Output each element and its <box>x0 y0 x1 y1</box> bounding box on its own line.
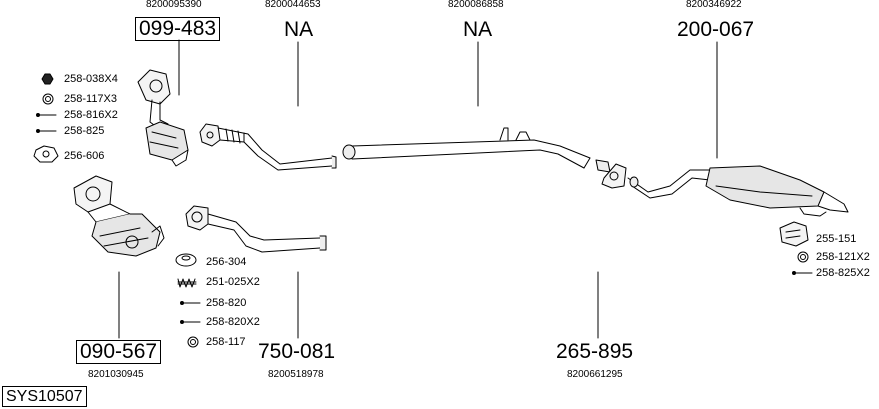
fitting-label: 258-117X3 <box>64 93 118 105</box>
part-number: 200-067 <box>677 18 755 41</box>
part-number: 099-483 <box>135 17 221 41</box>
fitting-label: 258-820X2 <box>206 316 260 328</box>
fitting-label: 255-151 <box>816 233 857 245</box>
pipe-750-081-drawing <box>185 205 327 253</box>
fitting-label: 256-606 <box>64 150 105 162</box>
oem-number: 8200086858 <box>448 0 504 10</box>
fitting-label: 258-825X2 <box>816 267 870 279</box>
fitting-label: 258-121X2 <box>816 251 870 263</box>
fittings-right-icons <box>779 221 813 275</box>
catalytic-converter-lower-drawing <box>73 175 165 257</box>
front-pipe-drawing <box>199 123 337 171</box>
clamp-drawing <box>595 159 627 189</box>
fitting-label: 258-816X2 <box>64 109 118 121</box>
oem-number: 8200044653 <box>265 0 321 10</box>
rear-silencer-drawing <box>627 165 849 217</box>
part-number: 090-567 <box>76 340 162 364</box>
part-number: 750-081 <box>258 340 336 363</box>
catalytic-converter-top-drawing <box>137 69 189 167</box>
part-number: 265-895 <box>556 340 634 363</box>
fitting-label: 258-825 <box>64 125 105 137</box>
fitting-label: 256-304 <box>206 256 247 268</box>
part-number: NA <box>463 18 493 41</box>
oem-number: 8200346922 <box>686 0 742 10</box>
fitting-label: 258-038X4 <box>64 73 118 85</box>
oem-number: 8200518978 <box>268 369 324 380</box>
middle-pipe-drawing <box>342 127 591 169</box>
fittings-left-icons <box>33 73 59 163</box>
fittings-middle-icons <box>175 253 201 348</box>
oem-number: 8200661295 <box>567 369 623 380</box>
system-id: SYS10507 <box>2 386 87 407</box>
part-number: NA <box>284 18 314 41</box>
fitting-label: 251-025X2 <box>206 276 260 288</box>
fitting-label: 258-820 <box>206 297 247 309</box>
oem-number: 8200095390 <box>146 0 202 10</box>
fitting-label: 258-117 <box>206 336 246 348</box>
oem-number: 8201030945 <box>88 369 144 380</box>
